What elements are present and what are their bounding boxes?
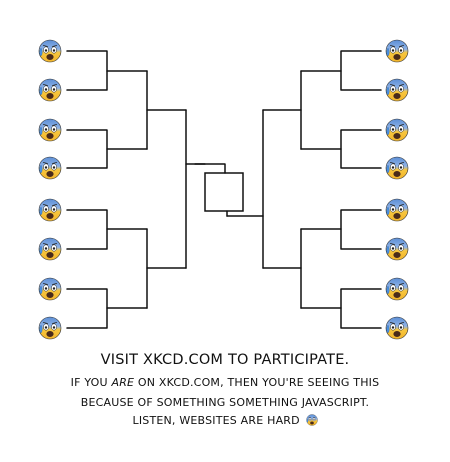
caption-line-2: because of something something javascrip… <box>80 396 370 409</box>
right-contestant-8-icon <box>385 316 409 340</box>
left-contestant-1-icon <box>38 39 62 63</box>
left-contestant-7-icon <box>38 277 62 301</box>
right-contestant-5-icon <box>385 198 409 222</box>
left-contestant-8-icon <box>38 316 62 340</box>
left-contestants <box>38 39 62 340</box>
anxious-face-with-sweat-icon <box>305 414 318 426</box>
left-contestant-2-icon <box>38 78 62 102</box>
right-contestant-6-icon <box>385 237 409 261</box>
right-contestant-2-icon <box>385 78 409 102</box>
caption-line-3: Listen, websites are hard <box>0 414 450 427</box>
right-contestant-1-icon <box>385 39 409 63</box>
caption-line-1: If you are on xkcd.com, then you're seei… <box>0 376 450 389</box>
caption-line-1-end: on xkcd.com, then you're seeing this <box>137 376 380 389</box>
right-contestants <box>385 39 409 340</box>
final-box <box>194 163 244 217</box>
participate-headline: Visit xkcd.com to participate. <box>100 352 350 368</box>
caption-line-1-start: If you <box>70 376 108 389</box>
caption-line-1-emphasis: are <box>111 376 135 389</box>
left-contestant-4-icon <box>38 156 62 180</box>
left-bracket-lines <box>66 50 206 329</box>
left-contestant-5-icon <box>38 198 62 222</box>
right-contestant-7-icon <box>385 277 409 301</box>
right-contestant-4-icon <box>385 156 409 180</box>
left-contestant-3-icon <box>38 118 62 142</box>
left-contestant-6-icon <box>38 237 62 261</box>
right-bracket-lines <box>226 50 382 329</box>
right-contestant-3-icon <box>385 118 409 142</box>
caption-line-3-text: Listen, websites are hard <box>132 414 300 427</box>
